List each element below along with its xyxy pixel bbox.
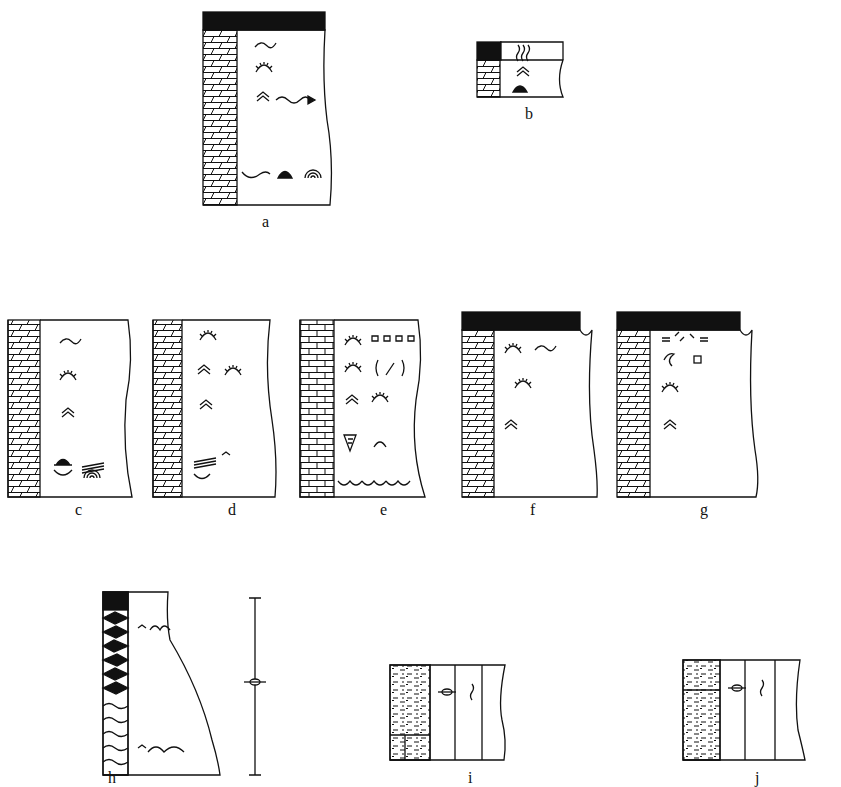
panel-letter: e [380,502,387,518]
panel-letter: d [228,502,236,518]
panel-letter: h [108,770,116,786]
panel-letter: c [75,502,82,518]
panel-letter: f [530,502,535,518]
panel-letter: i [468,770,472,786]
panel-letter: g [700,502,708,518]
panel-letter: b [525,106,533,122]
panel-letter: j [755,770,759,786]
panel-letter: a [262,214,269,230]
